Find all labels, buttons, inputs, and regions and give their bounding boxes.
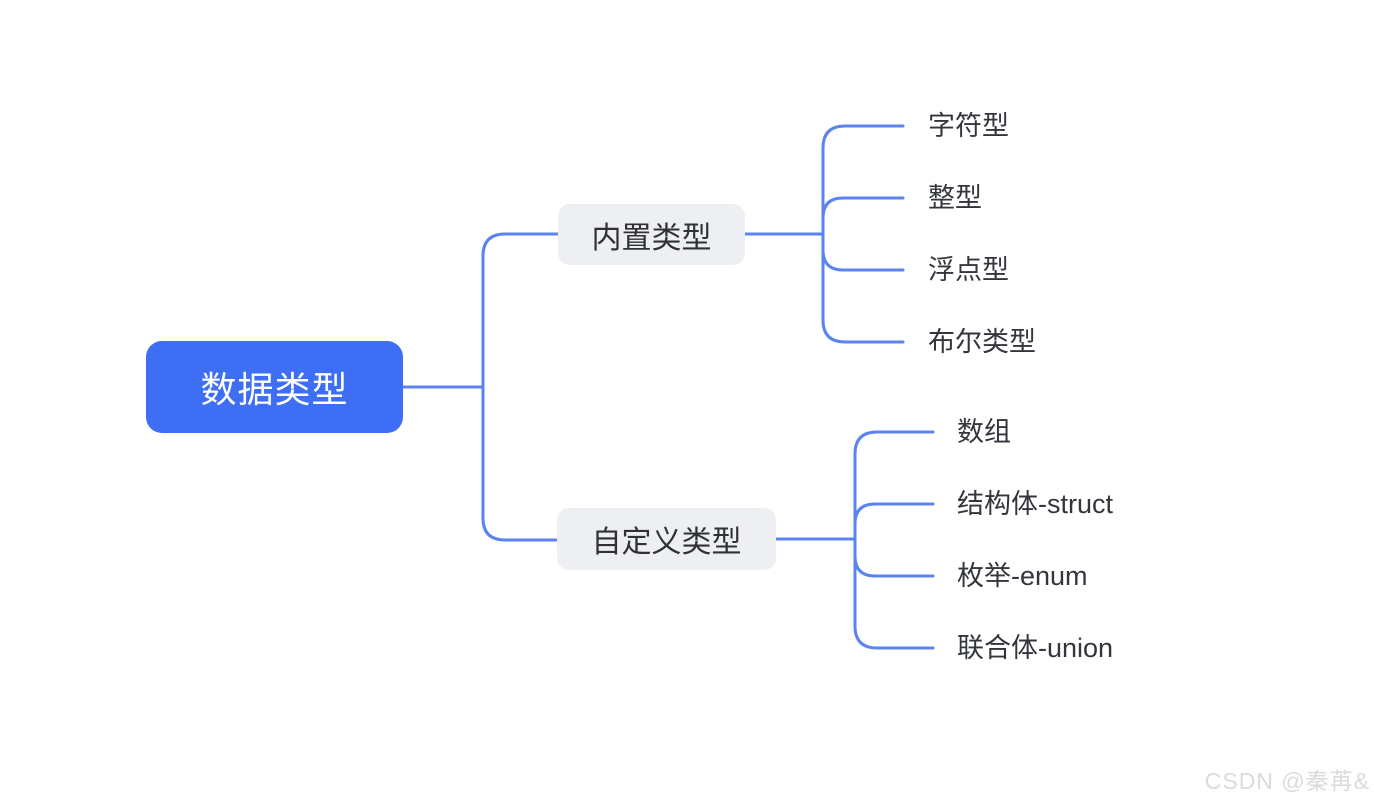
connector-branch2-mid1: [853, 502, 935, 526]
connector-branch1-mid2: [821, 248, 905, 272]
leaf-node-char-type: 字符型: [928, 111, 1009, 141]
leaf-node-int-type: 整型: [928, 183, 982, 213]
leaf-node-enum: 枚举-enum: [957, 561, 1088, 591]
leaf-node-float-type: 浮点型: [928, 255, 1009, 285]
connector-branch2-mid2: [853, 554, 935, 578]
branch-node-custom-types: 自定义类型: [557, 508, 776, 570]
csdn-watermark: CSDN @秦苒&: [1204, 768, 1370, 794]
connector-branch1-outer: [821, 124, 905, 344]
leaf-node-array: 数组: [957, 417, 1011, 447]
connector-branch2-outer: [853, 430, 935, 650]
leaf-node-union: 联合体-union: [957, 633, 1114, 663]
branch-node-builtin-types: 内置类型: [558, 204, 745, 265]
leaf-node-struct: 结构体-struct: [957, 489, 1114, 519]
connector-main-bracket: [481, 232, 560, 542]
leaf-node-bool-type: 布尔类型: [928, 327, 1036, 357]
root-node-data-types: 数据类型: [146, 341, 403, 433]
connector-branch1-mid1: [821, 196, 905, 220]
